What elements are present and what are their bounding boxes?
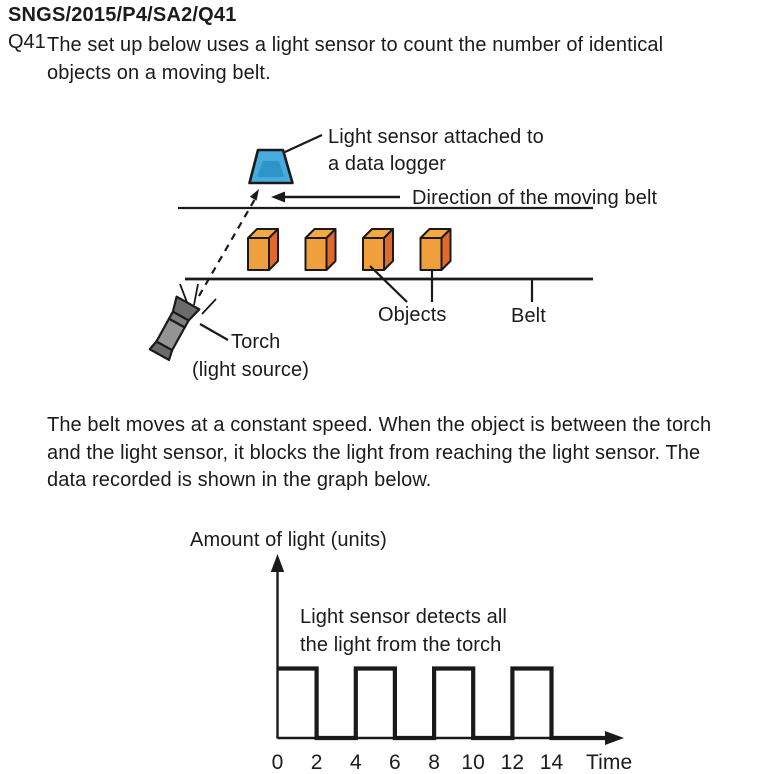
paragraph-line: and the light sensor, it blocks the ligh… — [47, 441, 701, 464]
torch-icon — [148, 295, 201, 362]
paragraph-line: data recorded is shown in the graph belo… — [47, 469, 432, 491]
x-tick-label: 6 — [389, 751, 401, 774]
sensor-label: a data logger — [328, 153, 446, 175]
x-tick-label: 0 — [272, 751, 284, 774]
x-axis-arrowhead-icon — [605, 731, 624, 745]
light-wave — [277, 666, 611, 741]
y-axis-title: Amount of light (units) — [190, 529, 387, 551]
belt-label: Belt — [511, 305, 546, 327]
torch-label: Torch — [231, 331, 280, 353]
up-arrowhead-icon — [249, 189, 259, 201]
x-tick-label: 4 — [350, 751, 362, 774]
x-tick-label: 12 — [501, 751, 525, 774]
question-text: The set up below uses a light sensor to … — [47, 31, 663, 87]
graph-annotation: Light sensor detects all — [300, 606, 507, 628]
object-box — [247, 228, 279, 271]
object-box — [362, 228, 394, 271]
belt-direction-arrow — [271, 191, 400, 203]
object-box — [419, 228, 452, 271]
direction-label: Direction of the moving belt — [412, 187, 657, 209]
description-paragraph: The belt moves at a constant speed. When… — [47, 412, 711, 495]
sensor-label: Light sensor attached to — [328, 126, 544, 148]
question-line: The set up below uses a light sensor to … — [47, 34, 664, 56]
question-line: objects on a moving belt. — [47, 62, 271, 84]
object-boxes — [247, 228, 452, 271]
object-box — [304, 228, 337, 271]
y-axis-arrowhead-icon — [270, 554, 285, 572]
paragraph-line: The belt moves at a constant speed. When… — [47, 414, 712, 436]
torch-pointer-line — [199, 323, 229, 341]
light-sensor-lens — [257, 161, 284, 177]
x-tick-label: 14 — [540, 751, 564, 774]
sensor-pointer-line — [284, 134, 323, 153]
light-ray-dashed — [198, 198, 256, 297]
light-graph: Amount of light (units) Light sensor det… — [190, 529, 632, 774]
page-title: SNGS/2015/P4/SA2/Q41 — [8, 4, 237, 26]
objects-pointer-line — [369, 265, 408, 303]
objects-label: Objects — [378, 304, 447, 326]
x-tick-label: 10 — [461, 751, 485, 774]
question-number: Q41 — [8, 31, 46, 53]
left-arrowhead-icon — [271, 191, 285, 203]
graph-annotation: the light from the torch — [300, 634, 501, 656]
x-tick-label: 8 — [428, 751, 440, 774]
x-tick-labels: 0 2 4 6 8 10 12 14 — [272, 751, 564, 774]
x-axis-label: Time — [586, 751, 632, 774]
torch-label: (light source) — [192, 359, 309, 381]
setup-diagram: Light sensor attached to a data logger D… — [148, 126, 657, 381]
x-tick-label: 2 — [311, 751, 323, 774]
